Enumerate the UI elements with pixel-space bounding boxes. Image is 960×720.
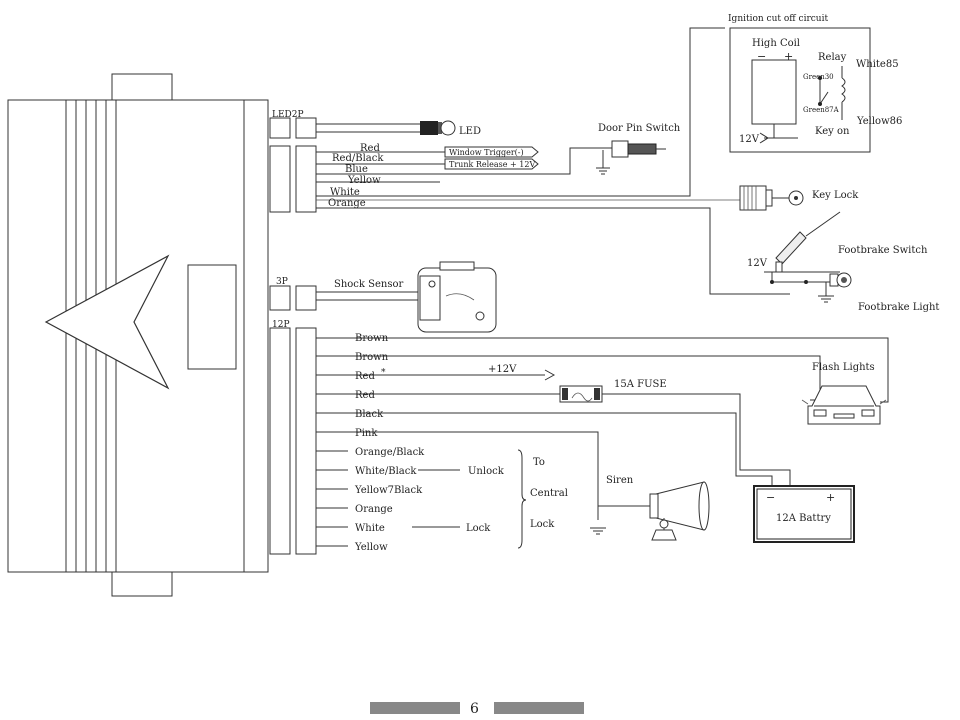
central-lock-label-2: Central bbox=[530, 488, 568, 499]
main-wire-label-1: Brown bbox=[355, 333, 389, 344]
connector-led2p-label: LED2P bbox=[272, 110, 304, 120]
key-on-label: Key on bbox=[815, 126, 850, 137]
white85-label: White85 bbox=[856, 59, 899, 70]
ignition-cutoff-box bbox=[729, 27, 871, 153]
trunk-release-label: Trunk Release + 12V bbox=[449, 160, 535, 169]
central-lock-label-1: To bbox=[533, 457, 545, 468]
footbrake-switch-label: Footbrake Switch bbox=[838, 245, 928, 256]
lock-label: Lock bbox=[466, 523, 491, 534]
battery-label: 12A Battry bbox=[776, 513, 831, 524]
main-wire-label-4: Red bbox=[355, 390, 375, 401]
main-wire-label-5: Black bbox=[355, 409, 384, 420]
fuse-label: 15A FUSE bbox=[614, 379, 667, 390]
green87a-label: Green87A bbox=[803, 106, 840, 114]
page-number: 6 bbox=[470, 701, 479, 717]
footbrake-switch-icon bbox=[764, 211, 841, 303]
main-wire-label-8: White/Black bbox=[355, 466, 417, 477]
battery-icon bbox=[753, 485, 855, 543]
plus-12v-label: +12V bbox=[488, 364, 517, 375]
ignition-12v-label: 12V bbox=[739, 134, 760, 145]
key-lock-label: Key Lock bbox=[812, 190, 859, 201]
main-wire-label-10: Orange bbox=[355, 504, 393, 515]
key-lock-icon bbox=[739, 185, 804, 211]
door-pin-switch-icon bbox=[596, 140, 666, 175]
green30-label: Green30 bbox=[803, 73, 834, 81]
star-logo bbox=[44, 254, 170, 390]
upper-wires bbox=[316, 27, 790, 295]
coil-minus-label: − bbox=[757, 50, 766, 63]
led-label: LED bbox=[459, 126, 481, 137]
footer-bar-left bbox=[370, 702, 460, 714]
shock-sensor-label: Shock Sensor bbox=[334, 279, 404, 290]
yellow86-label: Yellow86 bbox=[856, 116, 902, 127]
battery-minus-label: − bbox=[766, 491, 775, 504]
footbrake-light-label: Footbrake Light bbox=[858, 302, 939, 313]
main-wire-label-12: Yellow bbox=[354, 542, 388, 553]
wire-label-orange: Orange bbox=[328, 198, 366, 209]
ignition-header-label: Ignition cut off circuit bbox=[728, 14, 828, 24]
wire-label-red: Red bbox=[360, 143, 380, 154]
coil-plus-label: + bbox=[784, 50, 793, 63]
connector-blocks bbox=[269, 117, 317, 555]
wire-label-white: White bbox=[330, 187, 360, 198]
door-pin-switch-label: Door Pin Switch bbox=[598, 123, 681, 134]
window-trigger-tag bbox=[444, 146, 539, 158]
car-icon bbox=[801, 385, 887, 425]
wire-label-blue: Blue bbox=[345, 164, 368, 175]
led-icon bbox=[420, 120, 456, 136]
connector-12p-label: 12P bbox=[272, 320, 290, 330]
wire-label-yellow: Yellow bbox=[347, 175, 381, 186]
central-lock-label-3: Lock bbox=[530, 519, 555, 530]
high-coil-label: High Coil bbox=[752, 38, 800, 49]
battery-plus-label: + bbox=[826, 491, 835, 504]
trunk-release-tag bbox=[444, 158, 539, 170]
footbrake-12v-label: 12V bbox=[747, 258, 768, 269]
flash-lights-label: Flash Lights bbox=[812, 362, 875, 373]
led-wiring bbox=[316, 123, 420, 133]
shock-sensor-wiring bbox=[316, 291, 420, 301]
alarm-control-unit bbox=[7, 73, 269, 597]
main-wire-label-7: Orange/Black bbox=[355, 447, 425, 458]
main-wire-label-6: Pink bbox=[355, 428, 378, 439]
siren-icon bbox=[590, 481, 710, 541]
footbrake-light-icon bbox=[829, 272, 852, 288]
plus-12v-arrow bbox=[544, 369, 556, 381]
red-star-mark: * bbox=[381, 368, 386, 378]
main-wire-label-2: Brown bbox=[355, 352, 389, 363]
main-wire-label-3: Red bbox=[355, 371, 375, 382]
central-lock-brace bbox=[517, 449, 527, 549]
main-wire-label-9: Yellow7Black bbox=[354, 485, 423, 496]
footer-bar-right bbox=[494, 702, 584, 714]
window-trigger-label: Window Trigger(-) bbox=[449, 148, 524, 157]
shock-sensor-icon bbox=[417, 261, 497, 333]
siren-label: Siren bbox=[606, 475, 634, 486]
wire-label-red-black: Red/Black bbox=[332, 153, 384, 164]
main-wire-label-11: White bbox=[355, 523, 385, 534]
unlock-label: Unlock bbox=[468, 466, 505, 477]
relay-label: Relay bbox=[818, 52, 847, 63]
fuse-icon bbox=[559, 385, 603, 403]
connector-3p-label: 3P bbox=[276, 277, 288, 287]
